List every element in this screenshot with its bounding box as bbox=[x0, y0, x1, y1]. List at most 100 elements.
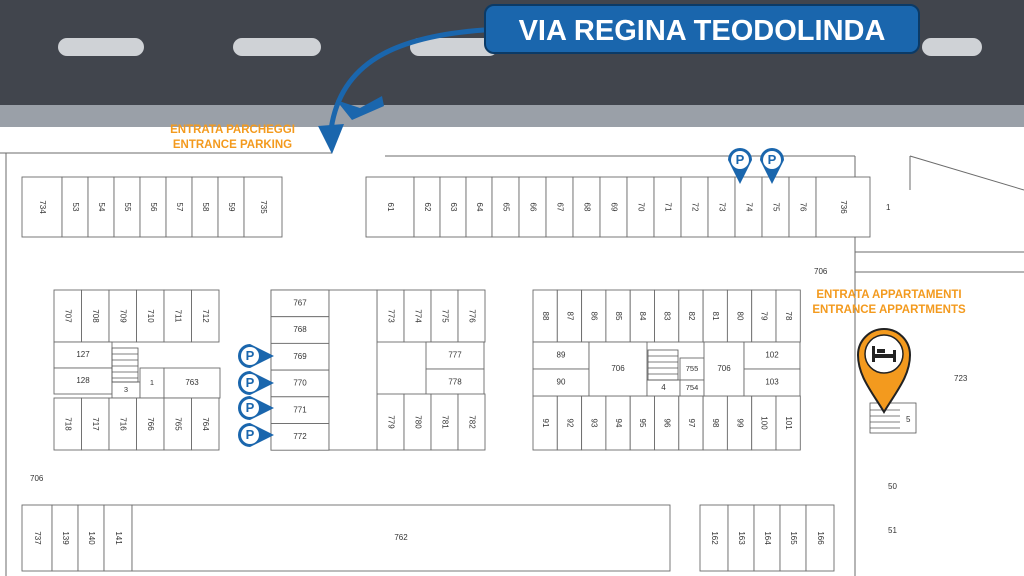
parking-unit: 716 bbox=[108, 397, 137, 451]
parking-unit: 76 bbox=[788, 176, 817, 238]
svg-text:771: 771 bbox=[293, 405, 307, 414]
parking-unit: 708 bbox=[81, 289, 110, 343]
parking-unit: 91 bbox=[532, 395, 558, 451]
svg-text:102: 102 bbox=[765, 351, 779, 360]
svg-text:93: 93 bbox=[590, 419, 599, 428]
apartment-entrance-label: ENTRATA APPARTAMENTI ENTRANCE APPARTMENT… bbox=[806, 288, 972, 318]
svg-text:164: 164 bbox=[763, 531, 772, 545]
parking-unit: 162 bbox=[699, 504, 729, 572]
svg-text:773: 773 bbox=[386, 309, 395, 323]
area-label: 706 bbox=[814, 267, 828, 276]
svg-text:736: 736 bbox=[839, 200, 848, 214]
parking-unit: 778 bbox=[425, 368, 485, 397]
parking-unit: 766 bbox=[136, 397, 165, 451]
svg-text:95: 95 bbox=[638, 419, 647, 428]
svg-text:706: 706 bbox=[717, 364, 731, 373]
parking-unit: 771 bbox=[270, 396, 330, 424]
parking-unit: 782 bbox=[457, 393, 486, 451]
svg-text:767: 767 bbox=[293, 298, 307, 307]
svg-text:103: 103 bbox=[765, 378, 779, 387]
svg-text:76: 76 bbox=[798, 203, 807, 212]
parking-unit: 54 bbox=[87, 176, 115, 238]
svg-text:712: 712 bbox=[201, 309, 210, 323]
svg-text:85: 85 bbox=[614, 312, 623, 321]
apartment-entrance-label-it: ENTRATA APPARTAMENTI bbox=[816, 289, 962, 301]
sidewalk bbox=[0, 105, 1024, 127]
svg-text:780: 780 bbox=[413, 415, 422, 429]
svg-text:128: 128 bbox=[76, 376, 90, 385]
svg-text:P: P bbox=[246, 400, 255, 415]
parking-unit: 96 bbox=[654, 395, 680, 451]
area-label: 723 bbox=[954, 374, 968, 383]
entrance-arrow bbox=[318, 27, 485, 154]
svg-text:763: 763 bbox=[185, 378, 199, 387]
parking-pin-icon: P bbox=[238, 371, 274, 395]
svg-text:718: 718 bbox=[64, 417, 73, 431]
parking-pin-icon: P bbox=[238, 344, 274, 368]
parking-unit: 769 bbox=[270, 342, 330, 371]
parking-unit: 777 bbox=[425, 341, 485, 370]
parking-unit: 87 bbox=[556, 289, 583, 343]
svg-text:79: 79 bbox=[760, 312, 769, 321]
svg-text:100: 100 bbox=[760, 416, 769, 430]
parking-unit: 64 bbox=[465, 176, 493, 238]
svg-text:58: 58 bbox=[201, 203, 210, 212]
svg-text:54: 54 bbox=[97, 203, 106, 212]
svg-text:72: 72 bbox=[690, 203, 699, 212]
parking-unit: 89 bbox=[532, 341, 590, 370]
svg-text:66: 66 bbox=[528, 203, 537, 212]
parking-unit: 99 bbox=[726, 395, 753, 451]
parking-unit: 93 bbox=[581, 395, 607, 451]
parking-unit: 98 bbox=[702, 395, 728, 451]
svg-text:61: 61 bbox=[386, 203, 395, 212]
svg-text:55: 55 bbox=[123, 203, 132, 212]
parking-unit: 53 bbox=[61, 176, 89, 238]
svg-text:99: 99 bbox=[735, 419, 744, 428]
parking-pin-icon: P bbox=[760, 148, 784, 184]
svg-text:762: 762 bbox=[394, 533, 408, 542]
parking-unit: 97 bbox=[678, 395, 704, 451]
parking-unit: 92 bbox=[556, 395, 583, 451]
parking-unit: 1 bbox=[139, 367, 165, 399]
svg-text:73: 73 bbox=[717, 203, 726, 212]
svg-text:74: 74 bbox=[744, 203, 753, 212]
svg-text:94: 94 bbox=[614, 419, 623, 428]
svg-text:71: 71 bbox=[663, 203, 672, 212]
parking-unit: 754 bbox=[679, 379, 705, 397]
parking-unit: 706 bbox=[703, 341, 745, 397]
svg-text:84: 84 bbox=[638, 312, 647, 321]
parking-unit: 55 bbox=[113, 176, 141, 238]
parking-unit: 94 bbox=[605, 395, 631, 451]
parking-unit: 765 bbox=[163, 397, 192, 451]
svg-text:706: 706 bbox=[611, 364, 625, 373]
parking-unit: 781 bbox=[430, 393, 459, 451]
parking-unit: 734 bbox=[21, 176, 63, 238]
svg-text:65: 65 bbox=[501, 203, 510, 212]
svg-text:139: 139 bbox=[61, 531, 70, 545]
svg-text:734: 734 bbox=[38, 200, 47, 214]
svg-text:140: 140 bbox=[87, 531, 96, 545]
svg-text:98: 98 bbox=[711, 419, 720, 428]
svg-text:90: 90 bbox=[557, 378, 566, 387]
svg-text:56: 56 bbox=[149, 203, 158, 212]
svg-text:770: 770 bbox=[293, 379, 307, 388]
parking-unit: 61 bbox=[365, 176, 415, 238]
parking-unit: 84 bbox=[629, 289, 655, 343]
svg-text:88: 88 bbox=[541, 312, 550, 321]
svg-text:57: 57 bbox=[175, 203, 184, 212]
parking-unit: 775 bbox=[430, 289, 459, 343]
parking-unit: 736 bbox=[815, 176, 871, 238]
parking-unit: 88 bbox=[532, 289, 558, 343]
parking-unit: 59 bbox=[217, 176, 245, 238]
svg-text:707: 707 bbox=[64, 309, 73, 323]
parking-unit: 85 bbox=[605, 289, 631, 343]
svg-text:716: 716 bbox=[119, 417, 128, 431]
svg-text:766: 766 bbox=[146, 417, 155, 431]
parking-unit: 772 bbox=[270, 423, 330, 451]
svg-text:709: 709 bbox=[119, 309, 128, 323]
parking-unit: 707 bbox=[53, 289, 82, 343]
svg-text:P: P bbox=[246, 375, 255, 390]
svg-text:774: 774 bbox=[413, 309, 422, 323]
